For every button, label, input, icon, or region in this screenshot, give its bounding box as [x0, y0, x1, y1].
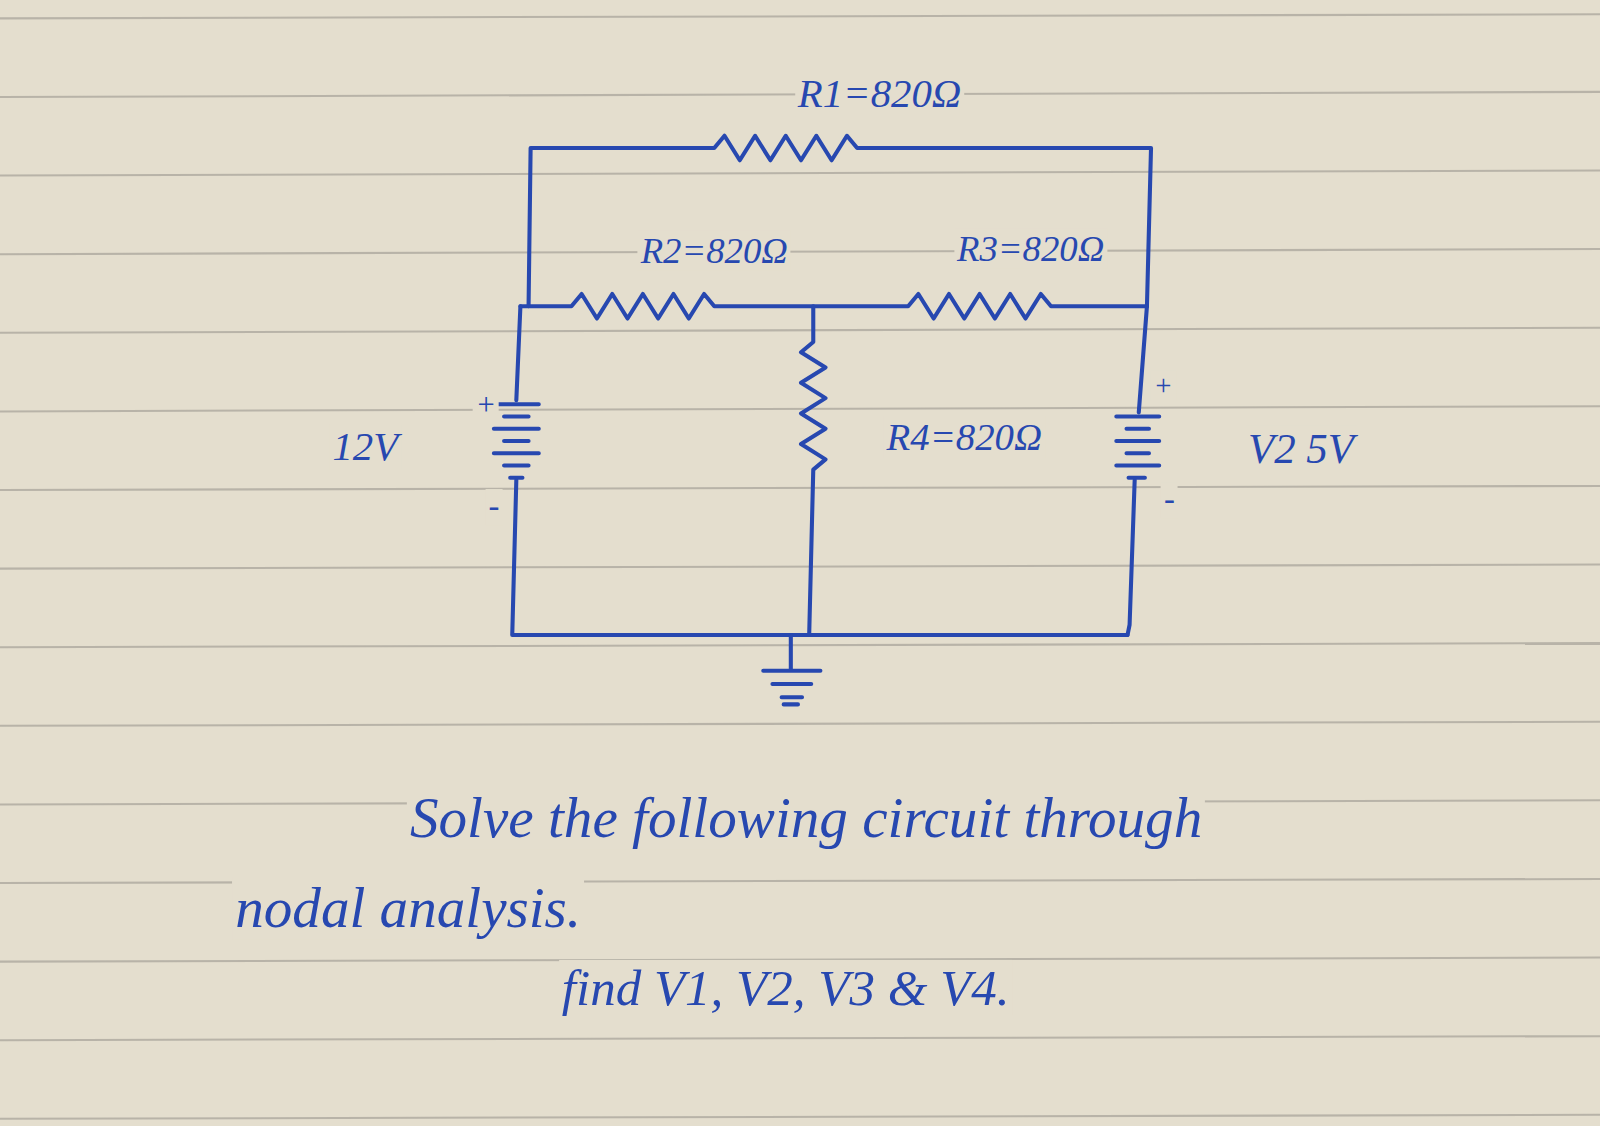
component-label: R1=820Ω: [795, 71, 965, 116]
voltage-label: 12V: [329, 424, 401, 469]
ruled-line: [0, 486, 1600, 490]
ruled-line: [0, 565, 1600, 569]
note-text: nodal analysis.: [232, 877, 584, 940]
component-label: R3=820Ω: [954, 229, 1107, 269]
ruled-line: [0, 643, 1600, 647]
ground-symbol: [763, 635, 820, 704]
ruled-line: [0, 170, 1600, 175]
note-text: find V1, V2, V3 & V4.: [559, 960, 1013, 1016]
ruled-line: [0, 406, 1600, 411]
note-text: Solve the following circuit through: [407, 787, 1205, 850]
battery-symbol: [494, 404, 539, 478]
resistor-symbol: [801, 306, 825, 635]
ruled-line: [0, 14, 1600, 18]
resistor-symbol: [529, 136, 1151, 306]
wire: [512, 306, 1127, 635]
ruled-line: [0, 328, 1600, 333]
ruled-line: [0, 1115, 1600, 1119]
polarity-mark: -: [1161, 482, 1178, 518]
polarity-mark: +: [472, 389, 499, 423]
ruled-line: [0, 249, 1600, 254]
polarity-mark: +: [1151, 370, 1176, 401]
circuit: [494, 136, 1159, 705]
ruled-lines: [0, 14, 1600, 1119]
ruled-line: [0, 722, 1600, 726]
battery-symbol: [1116, 417, 1159, 478]
wire: [1128, 306, 1147, 635]
polarity-mark: -: [485, 489, 502, 525]
voltage-label: V2 5V: [1245, 425, 1357, 472]
component-label: R4=820Ω: [884, 415, 1045, 458]
ruled-line: [0, 1036, 1600, 1040]
component-label: R2=820Ω: [638, 231, 791, 271]
resistor-symbol: [520, 294, 1147, 319]
